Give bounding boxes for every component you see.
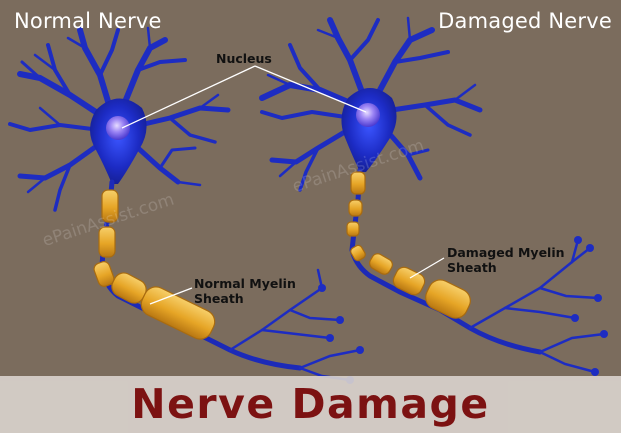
title-banner: Nerve Damage bbox=[0, 376, 621, 433]
label-nucleus: Nucleus bbox=[216, 51, 272, 66]
leader-damaged-myelin bbox=[409, 257, 445, 279]
damaged-terminal-buttons bbox=[571, 236, 608, 376]
label-damaged-myelin: Damaged Myelin Sheath bbox=[447, 245, 597, 275]
label-normal-myelin-line2: Sheath bbox=[194, 291, 244, 306]
leader-nucleus-normal bbox=[121, 65, 256, 129]
label-damaged-myelin-line1: Damaged Myelin bbox=[447, 245, 565, 260]
normal-soma bbox=[90, 98, 147, 184]
leader-nucleus-damaged bbox=[254, 65, 367, 113]
damaged-nucleus bbox=[356, 103, 380, 127]
label-damaged-myelin-line2: Sheath bbox=[447, 260, 497, 275]
damaged-dendrites bbox=[259, 16, 483, 192]
normal-nucleus bbox=[106, 116, 130, 140]
leader-normal-myelin bbox=[149, 287, 193, 305]
damaged-axon-terminals bbox=[468, 238, 606, 374]
damaged-soma bbox=[341, 88, 397, 172]
banner-title: Nerve Damage bbox=[131, 380, 490, 428]
heading-normal-nerve: Normal Nerve bbox=[14, 9, 162, 33]
damaged-myelin-segments bbox=[346, 171, 471, 319]
label-normal-myelin: Normal Myelin Sheath bbox=[194, 276, 314, 306]
label-normal-myelin-line1: Normal Myelin bbox=[194, 276, 296, 291]
heading-damaged-nerve: Damaged Nerve bbox=[438, 9, 612, 33]
normal-neuron bbox=[8, 26, 364, 384]
leader-lines bbox=[121, 65, 445, 305]
normal-dendrites bbox=[8, 26, 231, 212]
damaged-neuron bbox=[259, 16, 608, 376]
normal-terminal-buttons bbox=[318, 284, 364, 384]
